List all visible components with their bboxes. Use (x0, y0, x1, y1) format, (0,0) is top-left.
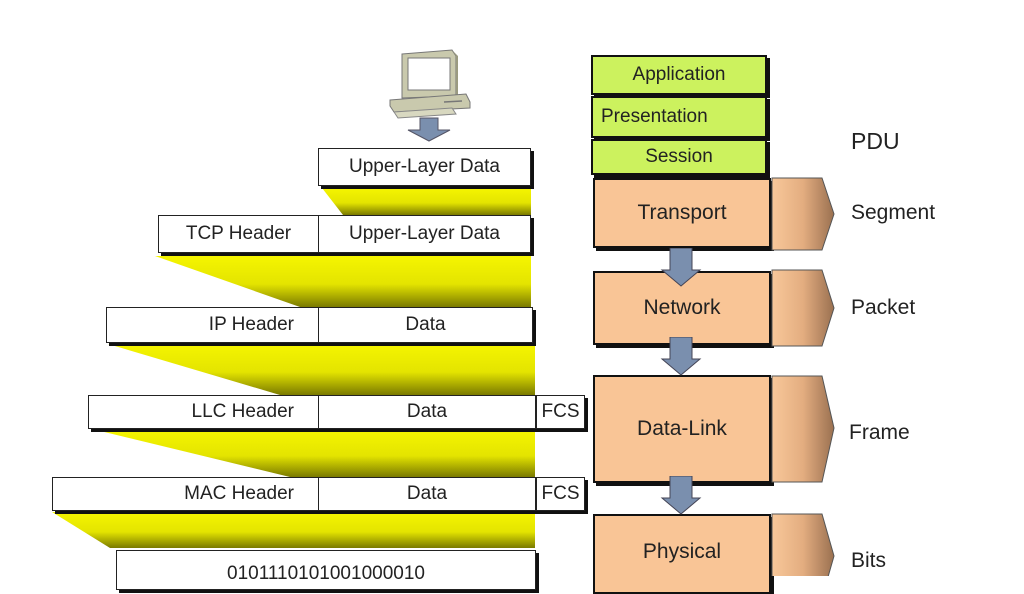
chevron-packet-icon (771, 269, 835, 347)
arrow-down-icon (660, 248, 702, 287)
arrow-down-icon (660, 476, 702, 515)
row4-fcs: FCS (536, 395, 585, 429)
computer-icon (389, 49, 471, 142)
row5-mac-header: MAC Header (52, 477, 319, 511)
pdu-title: PDU (851, 128, 900, 154)
chevron-frame-icon (771, 375, 835, 483)
layer-transport: Transport (593, 178, 771, 248)
layer-physical: Physical (593, 514, 771, 594)
pdu-chevrons (771, 177, 835, 576)
layer-application: Application (591, 55, 767, 95)
arrow-down-icon (660, 337, 702, 376)
layer-session: Session (591, 139, 767, 175)
wedge-2 (155, 256, 531, 307)
row3-data: Data (318, 307, 533, 343)
wedge-1 (322, 188, 531, 215)
row5-data: Data (318, 477, 536, 511)
row4-data: Data (318, 395, 536, 429)
pdu-packet: Packet (851, 296, 916, 319)
layer-data-link: Data-Link (593, 375, 771, 483)
row1-upper-layer-data: Upper-Layer Data (318, 148, 531, 186)
row3-ip-header: IP Header (106, 307, 319, 343)
pdu-bits: Bits (851, 549, 887, 572)
chevron-segment-icon (771, 177, 835, 251)
pdu-frame: Frame (849, 421, 910, 444)
encapsulation-wedges (52, 188, 535, 548)
wedge-5 (52, 512, 535, 548)
wedge-4 (96, 430, 535, 477)
row4-llc-header: LLC Header (88, 395, 319, 429)
layer-presentation: Presentation (591, 96, 767, 138)
wedge-3 (108, 344, 535, 395)
row2-upper-layer-data: Upper-Layer Data (318, 215, 531, 253)
chevron-bits-icon (771, 513, 835, 576)
row2-tcp-header: TCP Header (158, 215, 319, 253)
pdu-segment: Segment (851, 201, 936, 224)
row5-fcs: FCS (536, 477, 585, 511)
row6-bits: 0101110101001000010 (116, 550, 536, 590)
